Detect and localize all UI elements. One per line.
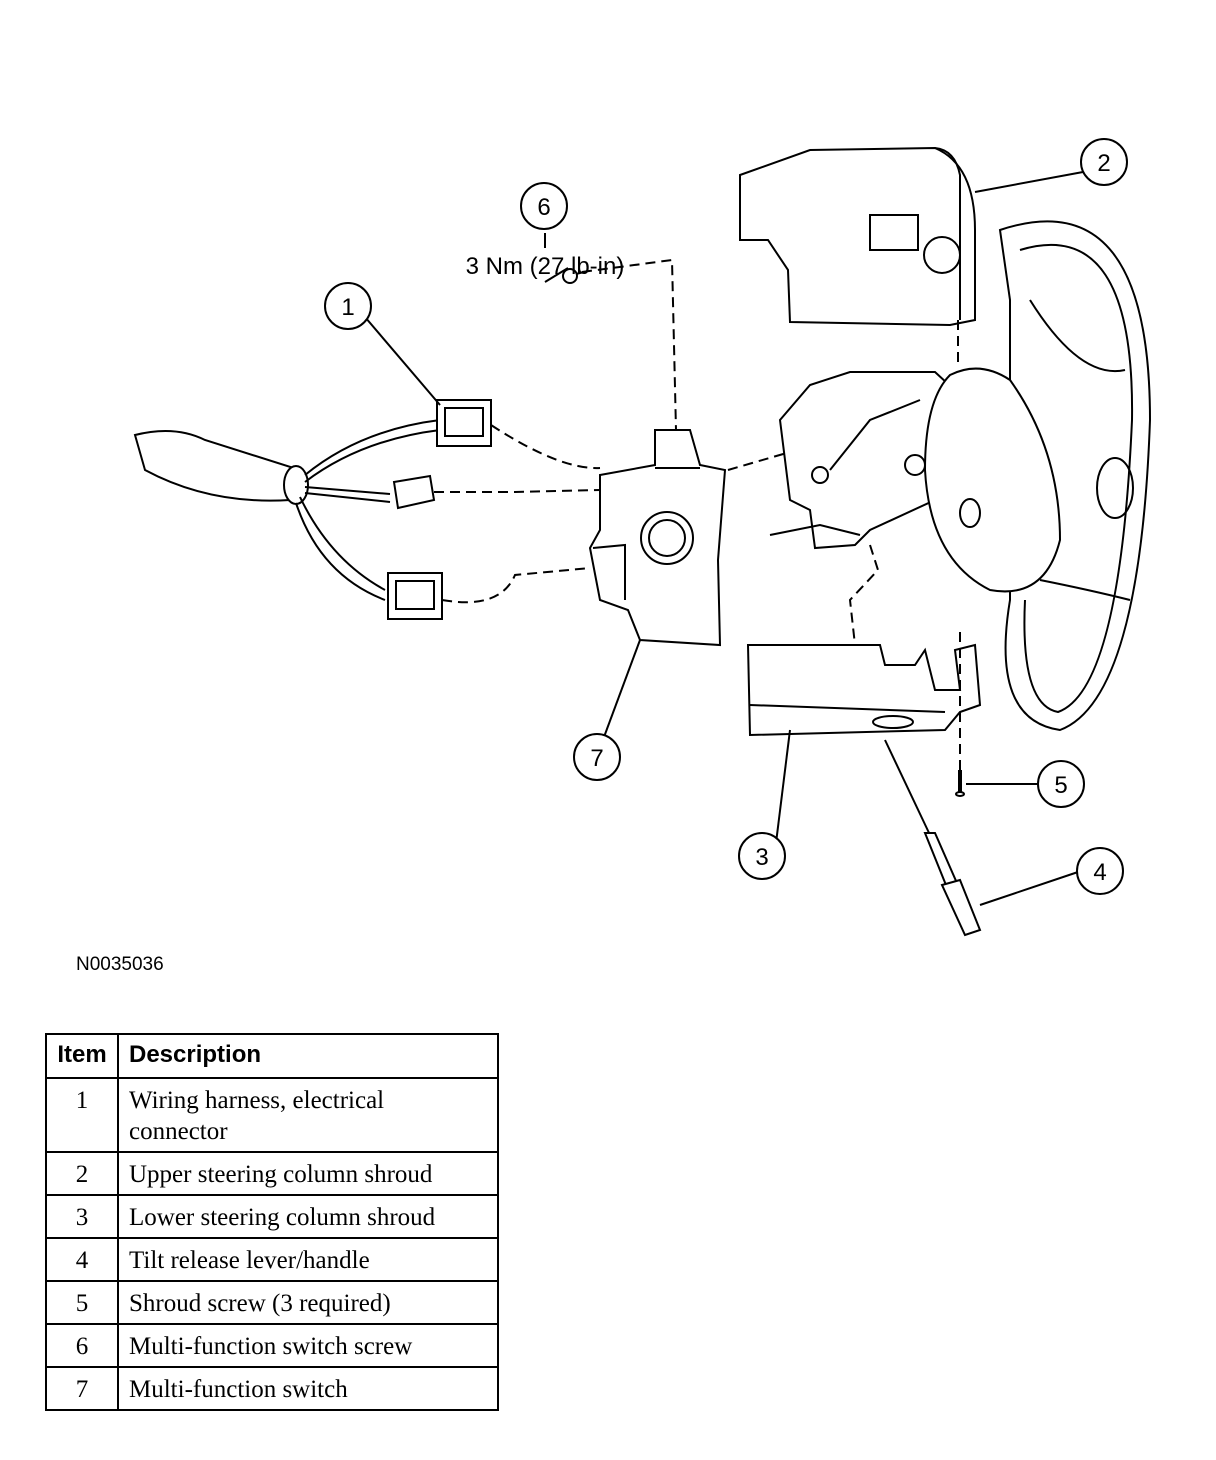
upper-shroud-drawing: [739, 146, 976, 365]
callout-circle: [1080, 138, 1128, 186]
callout-number: 3: [755, 844, 768, 871]
legend-header-row: Item Description: [45, 1033, 499, 1079]
callout-number: 1: [341, 294, 354, 321]
callout-number: 7: [590, 745, 603, 772]
callout-5: 5: [1037, 760, 1085, 808]
shroud-screw-drawing: [955, 770, 965, 797]
torque-spec-label: 3 Nm (27 lb-in): [466, 253, 625, 280]
lower-shroud-drawing: [746, 544, 982, 770]
leader-lines: [364, 171, 1084, 906]
wiring-harness-drawing: [133, 399, 601, 620]
callout-number: 2: [1097, 150, 1110, 177]
callout-circle: [324, 282, 372, 330]
callout-circle: [520, 182, 568, 230]
multi-function-switch-drawing: [581, 258, 936, 647]
legend-header-item: Item: [45, 1033, 119, 1079]
legend-item-description: Lower steering column shroud: [117, 1194, 499, 1239]
legend-item-description: Multi-function switch screw: [117, 1323, 499, 1368]
callout-number: 5: [1054, 772, 1067, 799]
figure-id: N0035036: [76, 954, 164, 975]
legend-header-description: Description: [117, 1033, 499, 1079]
callout-circle: [1076, 847, 1124, 895]
callout-7: 7: [573, 733, 621, 781]
callout-2: 2: [1080, 138, 1128, 186]
legend-item-number: 6: [45, 1323, 119, 1368]
callout-number: 6: [537, 194, 550, 221]
exploded-view-diagram: 1 2 3 4 5 6 7 3 Nm (27 lb-in): [133, 138, 1152, 937]
callout-6: 6: [520, 182, 568, 230]
switch-screw-drawing: [562, 268, 585, 284]
steering-column-drawing: [769, 371, 962, 550]
legend-item-number: 4: [45, 1237, 119, 1282]
legend-item-number: 1: [45, 1077, 119, 1153]
legend-item-description: Tilt release lever/handle: [117, 1237, 499, 1282]
legend-item-number: 7: [45, 1366, 119, 1411]
callout-circle: [738, 832, 786, 880]
callout-3: 3: [738, 832, 786, 880]
legend-item-number: 2: [45, 1151, 119, 1196]
legend-item-description: Wiring harness, electrical connector: [117, 1077, 499, 1153]
legend-item-number: 5: [45, 1280, 119, 1325]
legend-item-description: Multi-function switch: [117, 1366, 499, 1411]
legend-item-number: 3: [45, 1194, 119, 1239]
callout-4: 4: [1076, 847, 1124, 895]
callout-circle: [573, 733, 621, 781]
steering-wheel-drawing: [923, 220, 1152, 732]
tilt-lever-drawing: [884, 739, 982, 937]
legend-item-description: Shroud screw (3 required): [117, 1280, 499, 1325]
callout-1: 1: [324, 282, 372, 330]
callout-number: 4: [1093, 859, 1106, 886]
legend-item-description: Upper steering column shroud: [117, 1151, 499, 1196]
callout-circle: [1037, 760, 1085, 808]
